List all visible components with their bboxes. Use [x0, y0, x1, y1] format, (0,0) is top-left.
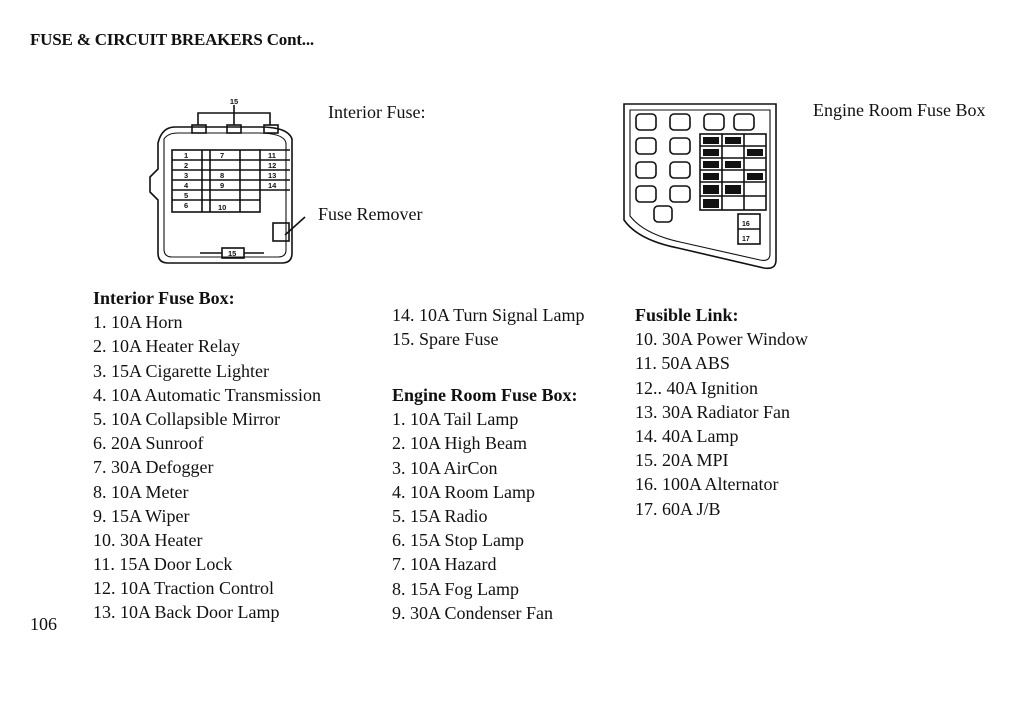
list-item: 7. 10A Hazard: [392, 554, 497, 575]
slot-label: 3: [184, 171, 188, 180]
list-item: 13. 10A Back Door Lamp: [93, 602, 280, 623]
list-item: 4. 10A Room Lamp: [392, 481, 535, 502]
slot-label: 4: [184, 181, 189, 190]
slot-label: 10: [218, 203, 226, 212]
slot-label: 2: [184, 161, 188, 170]
list-item: 9. 15A Wiper: [93, 505, 190, 526]
list-item: 15. Spare Fuse: [392, 329, 499, 350]
interior-fuse-caption: Interior Fuse:: [328, 102, 426, 122]
list-item: 5. 15A Radio: [392, 505, 488, 526]
slot-label: 11: [268, 151, 276, 160]
page-number: 106: [30, 614, 57, 634]
fusible-link-list: Fusible Link: 10. 30A Power Window 11. 50…: [635, 303, 808, 521]
slot-label: 12: [268, 161, 276, 170]
list-item: 8. 15A Fog Lamp: [392, 578, 520, 599]
slot-label: 14: [268, 181, 277, 190]
slot-label: 9: [220, 181, 224, 190]
slot-label: 8: [220, 171, 224, 180]
slot-label: 5: [184, 191, 188, 200]
list-item: 6. 20A Sunroof: [93, 433, 204, 454]
slot-label: 15: [228, 249, 236, 258]
list-item: 13. 30A Radiator Fan: [635, 401, 790, 422]
middle-fuse-list: 14. 10A Turn Signal Lamp 15. Spare Fuse: [392, 303, 585, 351]
list-item: 4. 10A Automatic Transmission: [93, 384, 322, 405]
engine-room-fuse-list: Engine Room Fuse Box: 1. 10A Tail Lamp 2.…: [392, 383, 578, 625]
engine-room-fuse-box-diagram: 16 17: [623, 103, 777, 270]
list-item: 3. 10A AirCon: [392, 457, 498, 478]
list-item: 10. 30A Power Window: [635, 329, 808, 350]
page-title: FUSE & CIRCUIT BREAKERS Cont...: [30, 30, 314, 49]
slot-label: 16: [742, 221, 750, 228]
list-item: 17. 60A J/B: [635, 498, 721, 519]
list-heading: Interior Fuse Box:: [93, 288, 235, 308]
list-item: 2. 10A High Beam: [392, 433, 527, 454]
list-item: 14. 40A Lamp: [635, 425, 739, 446]
slot-label: 1: [184, 151, 188, 160]
list-item: 15. 20A MPI: [635, 450, 729, 471]
list-item: 9. 30A Condenser Fan: [392, 602, 553, 623]
list-item: 8. 10A Meter: [93, 481, 189, 502]
list-item: 6. 15A Stop Lamp: [392, 530, 525, 551]
fuse-remover-label: Fuse Remover: [318, 204, 423, 224]
list-item: 2. 10A Heater Relay: [93, 336, 240, 357]
slot-label: 13: [268, 171, 276, 180]
slot-label: 6: [184, 201, 188, 210]
interior-fuse-box-diagram: 15 1 2 3 4 5 6 7 8 9 10 11 12 13 14 15: [149, 97, 306, 264]
list-item: 1. 10A Horn: [93, 312, 183, 333]
list-item: 10. 30A Heater: [93, 529, 203, 550]
list-item: 3. 15A Cigarette Lighter: [93, 360, 269, 381]
list-heading: Engine Room Fuse Box:: [392, 385, 578, 405]
list-item: 5. 10A Collapsible Mirror: [93, 408, 280, 429]
slot-label: 17: [742, 236, 750, 243]
list-heading: Fusible Link:: [635, 305, 739, 325]
list-item: 11. 50A ABS: [635, 353, 730, 374]
slot-label: 7: [220, 151, 224, 160]
slot-label: 15: [230, 97, 238, 106]
list-item: 11. 15A Door Lock: [93, 554, 233, 575]
list-item: 16. 100A Alternator: [635, 474, 779, 495]
list-item: 12. 10A Traction Control: [93, 578, 275, 599]
list-item: 14. 10A Turn Signal Lamp: [392, 305, 585, 325]
list-item: 1. 10A Tail Lamp: [392, 409, 519, 430]
engine-room-caption: Engine Room Fuse Box: [813, 100, 986, 120]
interior-fuse-list: Interior Fuse Box: 1. 10A Horn 2. 10A Hea…: [93, 286, 321, 625]
list-item: 7. 30A Defogger: [93, 457, 214, 478]
list-item: 12.. 40A Ignition: [635, 377, 759, 398]
